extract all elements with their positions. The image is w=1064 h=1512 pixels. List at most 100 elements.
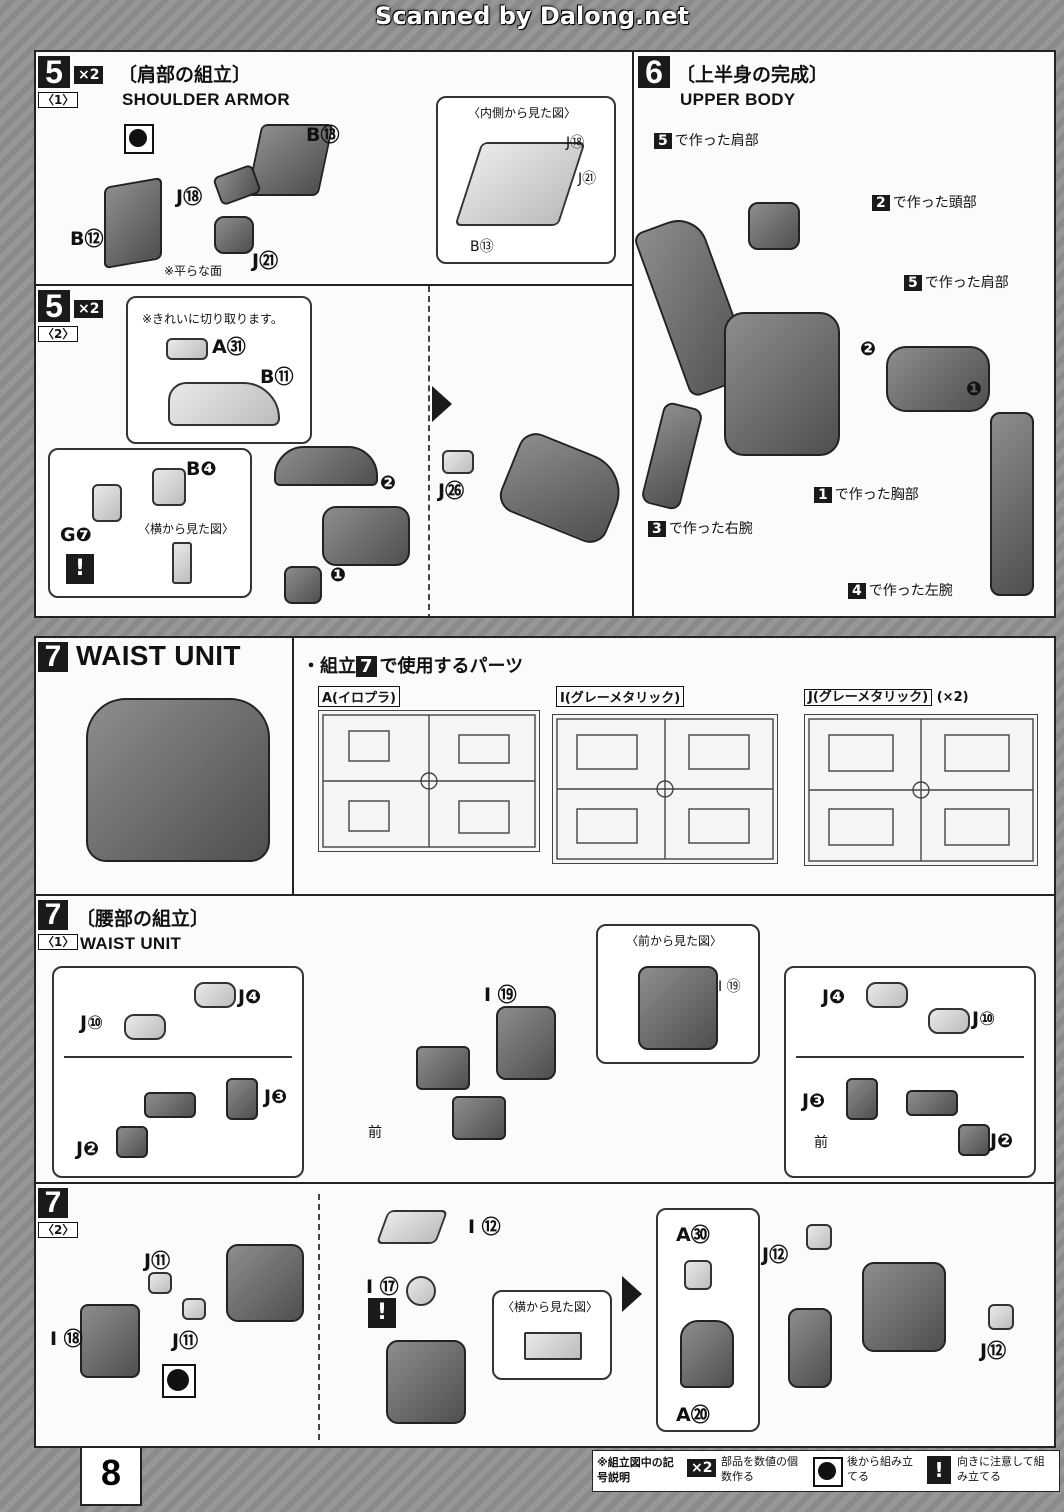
part-j4 bbox=[194, 982, 236, 1008]
head-part bbox=[748, 202, 800, 250]
runner-a-label: A(イロプラ) bbox=[318, 686, 400, 707]
part-i12 bbox=[375, 1210, 449, 1244]
waist-frame-i19 bbox=[496, 1006, 556, 1080]
callout-label-j21: J㉑ bbox=[578, 171, 597, 187]
label-j12-top: J⑫ bbox=[762, 1244, 789, 1266]
side-view-callout: B❹ G❼ ! 〈横から見た図〉 bbox=[48, 448, 252, 598]
runner-j-label: J(グレーメタリック) (×2) bbox=[804, 686, 969, 706]
right-arm-part bbox=[640, 400, 704, 512]
label-i17: I ⑰ bbox=[366, 1276, 399, 1298]
scan-credit: Scanned by Dalong.net bbox=[375, 2, 689, 30]
label-g7: G❼ bbox=[60, 524, 92, 546]
left-subassembly-callout: J❹ J⑩ J❸ J❷ bbox=[52, 966, 304, 1178]
page-number: 8 bbox=[100, 1452, 122, 1493]
waist-joint-upper bbox=[416, 1046, 470, 1090]
step-substep: 〈2〉 bbox=[38, 1222, 79, 1238]
inner-view-callout: 〈内側から見た図〉 J⑱ J㉑ B⑬ bbox=[436, 96, 616, 264]
label-j11-bottom: J⑪ bbox=[172, 1330, 199, 1352]
part-j10 bbox=[124, 1014, 166, 1040]
callout-label-j18: J⑱ bbox=[566, 135, 585, 151]
shoulder-armor-top bbox=[274, 446, 378, 486]
waist-assembly bbox=[386, 1340, 466, 1424]
front-armor-callout: A㉚ A⑳ bbox=[656, 1208, 760, 1432]
legend-multiply-text: 部品を数値の個数作る bbox=[721, 1455, 798, 1483]
waist-unit-preview bbox=[86, 698, 270, 862]
legend-back-text: 後から組み立てる bbox=[847, 1455, 913, 1483]
step-substep: 〈2〉 bbox=[38, 326, 79, 342]
part-j10-right bbox=[928, 1008, 970, 1034]
label-j10-right: J⑩ bbox=[972, 1008, 996, 1030]
note-cut-cleanly: ※きれいに切り取ります。 bbox=[142, 312, 283, 326]
chest-part bbox=[724, 312, 840, 456]
side-view-title: 〈横から見た図〉 bbox=[138, 522, 235, 536]
front-direction-left: 前 bbox=[368, 1125, 382, 1141]
shoulder-right-part bbox=[886, 346, 990, 412]
part-j26 bbox=[442, 450, 474, 474]
side-view-callout: 〈横から見た図〉 bbox=[492, 1290, 612, 1380]
side-view-part bbox=[172, 542, 192, 584]
part-j3-right bbox=[846, 1078, 878, 1120]
part-g7 bbox=[92, 484, 122, 522]
label-j3: J❸ bbox=[264, 1086, 288, 1108]
waist-block bbox=[226, 1244, 304, 1322]
callout-label-b13: B⑬ bbox=[470, 239, 494, 255]
armor-plate bbox=[788, 1308, 832, 1388]
part-b12 bbox=[104, 176, 162, 270]
label-i12: I ⑫ bbox=[468, 1216, 501, 1238]
step-7-2-panel: 7 〈2〉 J⑪ I ⑱ J⑪ I ⑫ I ⑰ ! 〈横から見た図〉 A㉚ A⑳… bbox=[34, 1182, 1056, 1448]
shoulder-armor-body bbox=[322, 506, 410, 566]
part-b4 bbox=[152, 468, 186, 506]
next-arrow bbox=[432, 386, 452, 422]
shoulder-armor-joint bbox=[284, 566, 322, 604]
label-j4: J❹ bbox=[238, 986, 262, 1008]
next-arrow bbox=[622, 1276, 642, 1312]
step-number: 7 bbox=[38, 900, 68, 930]
front-view-part bbox=[638, 966, 718, 1050]
step-5-1-panel: 5 ×2 〈1〉 〔肩部の組立〕 SHOULDER ARMOR B⑬ J⑱ B⑫… bbox=[34, 50, 634, 286]
label-a20: A⑳ bbox=[676, 1404, 710, 1426]
label-j10: J⑩ bbox=[80, 1012, 104, 1034]
part-j2-right bbox=[958, 1124, 990, 1156]
order-1: ❶ bbox=[330, 564, 347, 586]
legend-title: ※組立図中の記号説明 bbox=[597, 1456, 674, 1484]
label-j4-right: J❹ bbox=[822, 986, 846, 1008]
part-j3-assembly bbox=[144, 1092, 196, 1118]
runner-i bbox=[552, 714, 778, 864]
label-i19: I ⑲ bbox=[484, 984, 517, 1006]
legend-orientation-text: 向きに注意して組み立てる bbox=[957, 1455, 1045, 1483]
step-title-jp: 〔腰部の組立〕 bbox=[76, 908, 210, 930]
legend-multiply-symbol: ×2 bbox=[687, 1459, 717, 1477]
label-j21: J㉑ bbox=[252, 250, 279, 272]
symbol-legend: ※組立図中の記号説明 ×2 部品を数値の個数作る 後から組み立てる ! 向きに注… bbox=[592, 1450, 1060, 1492]
part-j2 bbox=[116, 1126, 148, 1158]
front-view-callout: 〈前から見た図〉 I ⑲ bbox=[596, 924, 760, 1064]
step-5-2-panel: 5 ×2 〈2〉 ※きれいに切り取ります。 A㉛ B⑪ B❹ G❼ ! 〈横から… bbox=[34, 284, 634, 618]
front-view-label-i19: I ⑲ bbox=[718, 979, 741, 995]
waist-joint-lower bbox=[452, 1096, 506, 1140]
runner-i-label: I(グレーメタリック) bbox=[556, 686, 685, 707]
label-b4: B❹ bbox=[186, 458, 217, 480]
step-title-jp: 〔肩部の組立〕 bbox=[118, 64, 252, 86]
label-j3-right: J❸ bbox=[802, 1090, 826, 1112]
part-j12-top bbox=[806, 1224, 832, 1250]
side-view-part bbox=[524, 1332, 582, 1360]
label-b13: B⑬ bbox=[306, 124, 340, 146]
page-number-box: 8 bbox=[80, 1446, 142, 1506]
order-2: ❷ bbox=[380, 472, 397, 494]
runner-a bbox=[318, 710, 540, 852]
step-number: 7 bbox=[38, 1188, 68, 1218]
part-j3-assembly-right bbox=[906, 1090, 958, 1116]
inner-view-part bbox=[454, 142, 586, 226]
label-j26: J㉖ bbox=[438, 480, 465, 502]
note-flat-surface: ※平らな面 bbox=[164, 264, 223, 278]
part-a31 bbox=[166, 338, 208, 360]
step-7-1-panel: 7 〈1〉 〔腰部の組立〕 WAIST UNIT J❹ J⑩ J❸ J❷ I ⑲… bbox=[34, 894, 1056, 1184]
part-i18 bbox=[80, 1304, 140, 1378]
callout-title: 〈内側から見た図〉 bbox=[468, 106, 577, 120]
